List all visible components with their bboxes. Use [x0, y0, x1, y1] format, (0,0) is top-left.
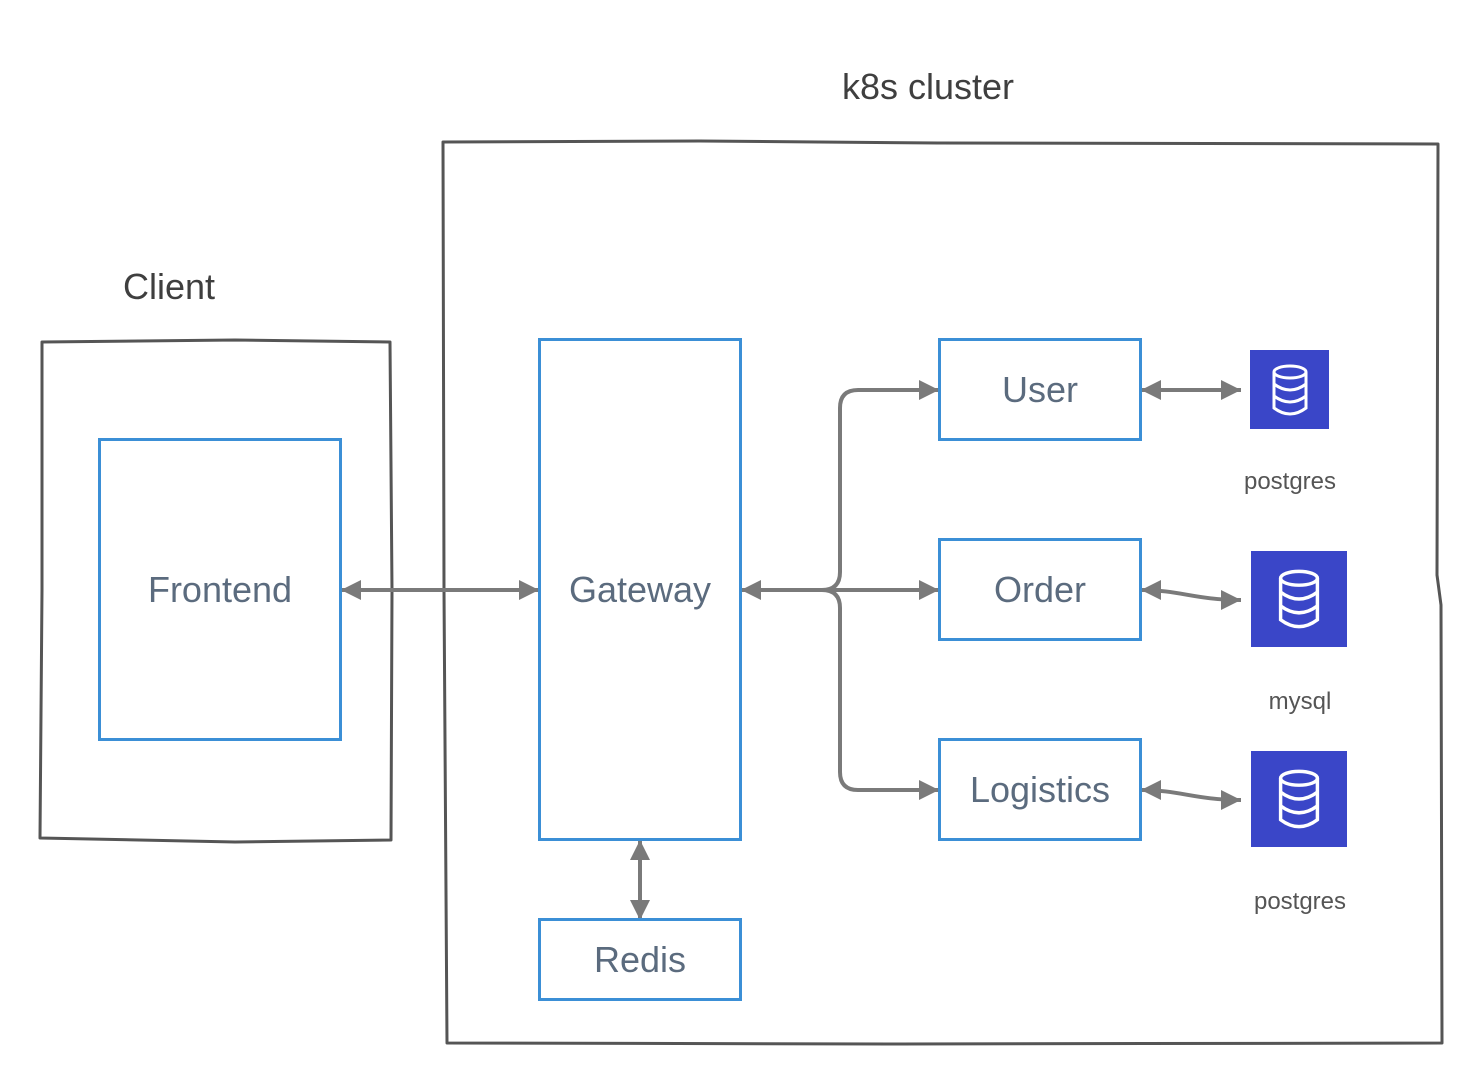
- gateway-logistics-connector: [821, 588, 939, 800]
- logistics-node[interactable]: Logistics: [938, 738, 1142, 841]
- order-db-connector: [1140, 580, 1242, 610]
- client-group-border: [38, 338, 394, 844]
- cluster-group-label: k8s cluster: [841, 66, 1015, 107]
- logistics-db-connector: [1140, 780, 1242, 810]
- user-db-database-icon[interactable]: [1250, 350, 1329, 429]
- order-label: Order: [993, 568, 1087, 610]
- redis-node[interactable]: Redis: [538, 918, 742, 1001]
- cluster-group-border: [441, 139, 1444, 1046]
- database-icon: [1278, 569, 1320, 629]
- user-db-caption: postgres: [1243, 468, 1337, 495]
- redis-label: Redis: [593, 938, 687, 980]
- order-db-caption: mysql: [1268, 688, 1332, 715]
- gateway-node[interactable]: Gateway: [538, 338, 742, 841]
- database-icon: [1278, 769, 1320, 829]
- logistics-db-caption: postgres: [1253, 888, 1347, 915]
- gateway-label: Gateway: [568, 568, 712, 610]
- user-label: User: [1001, 368, 1078, 410]
- logistics-label: Logistics: [969, 768, 1111, 810]
- gateway-user-connector: [741, 380, 939, 600]
- order-db-database-icon[interactable]: [1251, 551, 1347, 647]
- logistics-db-database-icon[interactable]: [1251, 751, 1347, 847]
- frontend-node[interactable]: Frontend: [98, 438, 342, 741]
- frontend-label: Frontend: [147, 568, 293, 610]
- database-icon: [1272, 364, 1307, 415]
- client-group-label: Client: [122, 266, 216, 307]
- user-node[interactable]: User: [938, 338, 1142, 441]
- order-node[interactable]: Order: [938, 538, 1142, 641]
